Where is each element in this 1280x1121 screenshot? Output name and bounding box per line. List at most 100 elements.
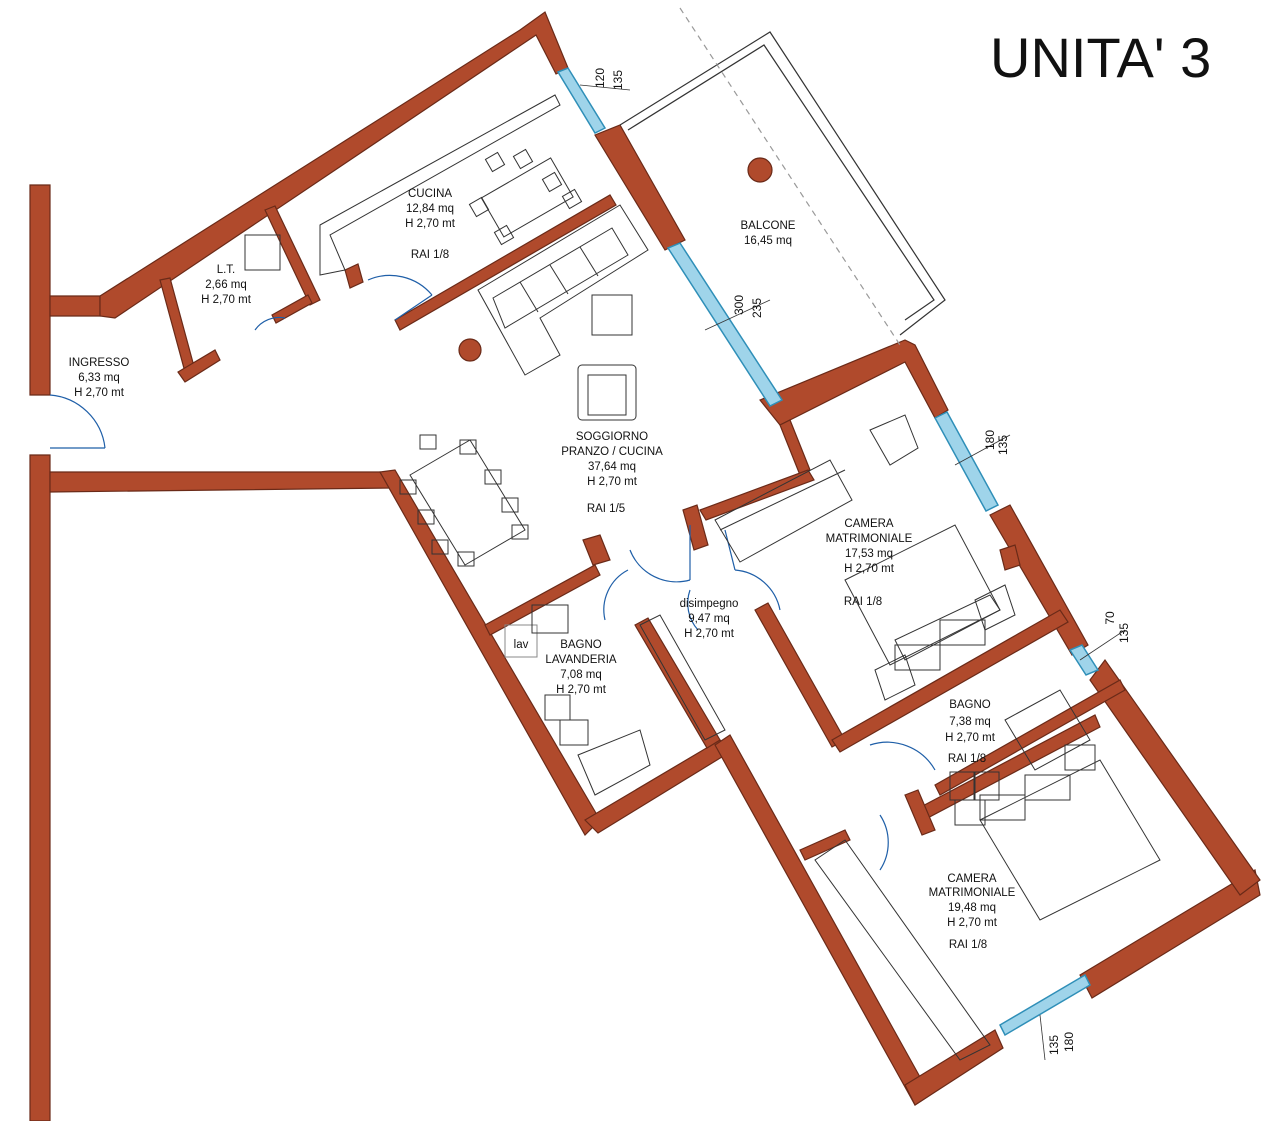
room-area-soggiorno: 37,64 mq xyxy=(588,461,636,473)
wall-lav-bottom xyxy=(584,739,731,834)
room-name-balcone: BALCONE xyxy=(741,220,796,232)
windows xyxy=(556,67,1100,1037)
wall-lav-right xyxy=(634,617,721,749)
furniture xyxy=(244,94,1161,1061)
dim-top-w5: 180 xyxy=(1062,1032,1076,1052)
wall-lav-stub xyxy=(582,534,611,566)
balcony-inner xyxy=(627,44,935,321)
room-name-lt: L.T. xyxy=(217,264,236,276)
room-area-ingresso: 6,33 mq xyxy=(78,372,120,384)
room-name-camera1: CAMERA xyxy=(844,518,894,530)
wall-lav-top xyxy=(484,564,601,636)
wardrobe-disimpegno xyxy=(639,614,726,741)
wall-camera1-block xyxy=(699,469,815,521)
page-title: UNITA' 3 xyxy=(990,26,1211,89)
room-rai-soggiorno: RAI 1/5 xyxy=(587,503,625,515)
wall-corridor-bottom xyxy=(49,471,392,493)
wall-bagno-top xyxy=(934,679,1126,796)
dim-top-w4: 70 xyxy=(1103,611,1117,625)
dim-line-w2 xyxy=(704,299,771,331)
wall-disimpegno-diag xyxy=(714,734,931,1106)
wardrobe-camera1 xyxy=(714,459,853,563)
room-area-camera1: 17,53 mq xyxy=(845,548,893,560)
door-lav-arc xyxy=(603,569,629,621)
wall-lt-left xyxy=(159,277,196,373)
wall-right-bottom xyxy=(1079,869,1261,999)
room-area-bagno-lav: 7,08 mq xyxy=(560,669,602,681)
wall-left-lower xyxy=(29,454,51,1121)
dim-line-w3 xyxy=(954,434,1011,466)
room-height-camera1: H 2,70 mt xyxy=(844,563,895,575)
balcony xyxy=(458,7,946,362)
dim-line-w1 xyxy=(579,84,631,91)
room-area-lt: 2,66 mq xyxy=(205,279,247,291)
room-subname-camera2: MATRIMONIALE xyxy=(929,887,1016,899)
room-labels: CUCINA 12,84 mq H 2,70 mt RAI 1/8 L.T. 2… xyxy=(69,188,1016,951)
armchair-camera1 xyxy=(869,414,919,466)
room-height-lt: H 2,70 mt xyxy=(201,294,252,306)
dim-top-w2: 300 xyxy=(732,295,746,315)
room-name-bagno: BAGNO xyxy=(949,699,991,711)
door-soggiorno-arc xyxy=(629,549,691,583)
window-camera1 xyxy=(933,411,1000,512)
room-area-balcone: 16,45 mq xyxy=(744,235,792,247)
bed-camera1 xyxy=(844,524,1016,701)
wall-entry-top xyxy=(49,295,101,317)
wall-bottom xyxy=(904,1029,1004,1106)
room-height-camera2: H 2,70 mt xyxy=(947,917,998,929)
wall-jamb-camera1-right xyxy=(999,544,1021,571)
room-area-cucina: 12,84 mq xyxy=(406,203,454,215)
door-kitchen-arc xyxy=(367,274,433,296)
window-bagno xyxy=(1068,644,1100,676)
dim-line-w4 xyxy=(1079,629,1126,661)
balcony-outline xyxy=(619,31,946,336)
kitchen-counter xyxy=(319,94,561,276)
door-bagno-arc xyxy=(869,741,936,771)
bidet-bagno xyxy=(974,771,1000,801)
room-height-cucina: H 2,70 mt xyxy=(405,218,456,230)
wall-lt-bottom xyxy=(177,349,221,383)
wardrobe-line-1 xyxy=(719,469,846,531)
room-rai-camera2: RAI 1/8 xyxy=(949,939,987,951)
room-name-camera2: CAMERA xyxy=(947,873,997,885)
wall-camera1-stub xyxy=(779,419,811,476)
room-rai-camera1: RAI 1/8 xyxy=(844,596,882,608)
wc-lav xyxy=(559,719,589,746)
coffee-table xyxy=(591,294,633,336)
dim-bottom-w3: 135 xyxy=(996,435,1010,455)
wall-kitchen-east xyxy=(594,124,686,251)
door-camera2-arc xyxy=(879,814,889,871)
room-area-camera2: 19,48 mq xyxy=(948,902,996,914)
room-name-bagno-lav: BAGNO xyxy=(560,639,602,651)
drain-icon-balcony xyxy=(747,157,773,183)
room-name-disimpegno: disimpegno xyxy=(680,598,739,610)
room-height-disimpegno: H 2,70 mt xyxy=(684,628,735,640)
door-kitchen-leaf xyxy=(394,294,433,321)
kitchen-table xyxy=(468,148,583,246)
shower-lav xyxy=(577,729,651,796)
room-height-bagno-lav: H 2,70 mt xyxy=(556,684,607,696)
wall-diagonal-bottom xyxy=(379,469,601,836)
wall-lt-right xyxy=(264,205,321,306)
room-subname-bagno-lav: LAVANDERIA xyxy=(545,654,616,666)
window-soggiorno xyxy=(666,242,784,407)
wall-lt-door xyxy=(271,294,313,324)
room-area-bagno: 7,38 mq xyxy=(949,716,991,728)
washing-machine xyxy=(504,624,538,658)
room-subname-camera1: MATRIMONIALE xyxy=(826,533,913,545)
bed-camera2 xyxy=(954,744,1161,921)
dim-bottom-w1: 135 xyxy=(611,70,625,90)
balcony-dashed xyxy=(679,7,901,346)
wall-camera1-top xyxy=(759,339,949,426)
bidet-lav xyxy=(544,694,571,721)
dim-top-w3: 180 xyxy=(983,430,997,450)
door-camera1-arc xyxy=(734,569,781,611)
room-rai-bagno: RAI 1/8 xyxy=(948,753,986,765)
door-disimpegno-arc xyxy=(687,589,699,631)
dim-bottom-w4: 135 xyxy=(1117,623,1131,643)
door-lt-arc xyxy=(254,316,286,331)
wall-diagonal-top xyxy=(99,11,569,319)
dining-table xyxy=(399,434,529,567)
room-name-ingresso: INGRESSO xyxy=(69,357,130,369)
